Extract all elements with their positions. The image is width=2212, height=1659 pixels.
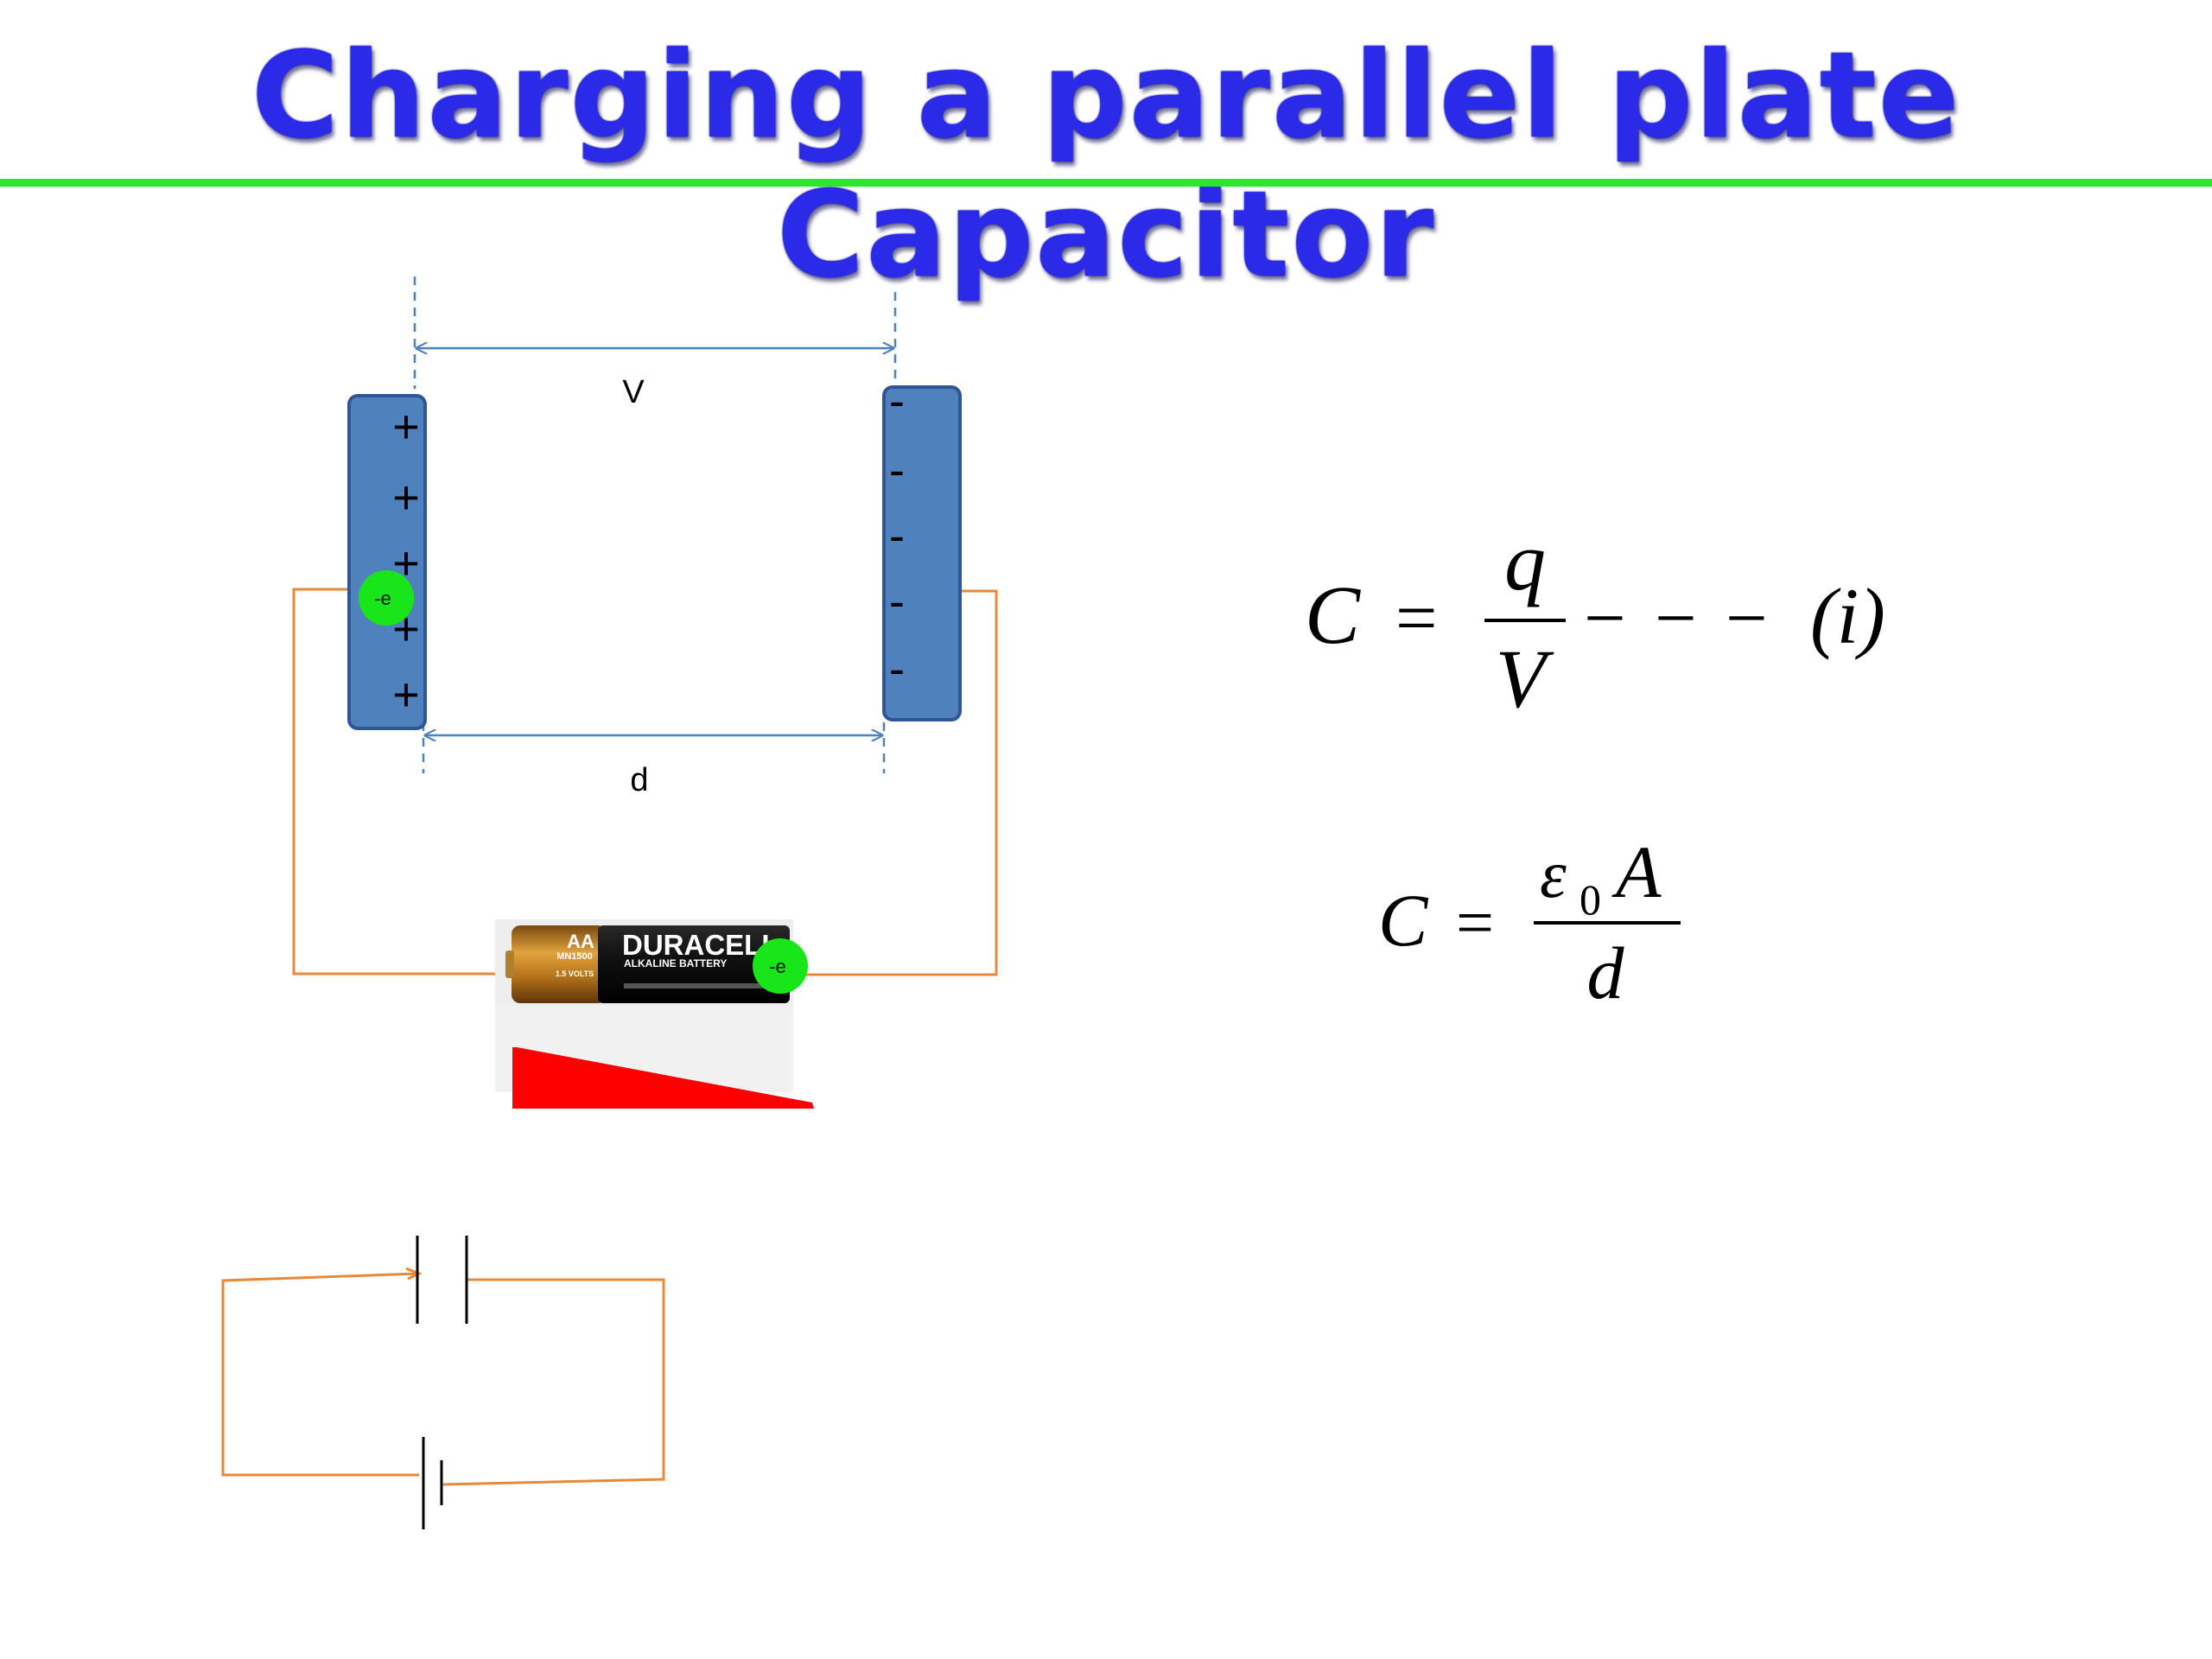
minus-sign: - (889, 444, 905, 496)
eq1-equals: = (1395, 576, 1438, 659)
distance-dimension (422, 691, 886, 773)
battery-size: AA (567, 931, 594, 952)
minus-sign: - (889, 510, 905, 562)
negative-plate (882, 385, 962, 721)
battery-type: ALKALINE BATTERY (624, 957, 727, 969)
voltage-label: V (622, 374, 645, 410)
plus-sign: + (392, 472, 420, 524)
title-divider (0, 179, 2212, 187)
eq1-dashes: − − − (1584, 576, 1773, 659)
minus-sign: - (889, 375, 905, 427)
plus-sign: + (392, 401, 420, 453)
eq2-area: A (1611, 830, 1662, 913)
minus-sign: - (889, 575, 905, 627)
battery-brand: DURACELL (622, 929, 779, 961)
electron-label: -e (769, 956, 786, 977)
positive-charges: + + + + + (392, 401, 420, 721)
voltage-dimension (413, 276, 897, 389)
eq1-lhs: C (1305, 569, 1361, 661)
circuit-schematic (221, 1236, 665, 1529)
electron-icon (359, 570, 414, 626)
eq1-denominator: V (1496, 632, 1554, 725)
eq2-lhs: C (1378, 879, 1429, 962)
battery-volts: 1.5 VOLTS (556, 969, 594, 978)
eq2-equals: = (1456, 885, 1494, 960)
electron-label: -e (374, 588, 391, 609)
charge-indicator-wedge (512, 1047, 814, 1109)
eq2-subscript: 0 (1580, 875, 1601, 924)
page-title: Charging a parallel plate Capacitor (251, 26, 1961, 304)
negative-charges: - - - - - (889, 375, 905, 695)
electron-icon (753, 938, 808, 994)
eq2-denominator: d (1587, 931, 1625, 1014)
minus-sign: - (889, 643, 905, 695)
plus-sign: + (392, 669, 420, 721)
equation-capacitance-definition: C = q V − − − (i) (1305, 515, 1885, 725)
circuit-wires (292, 588, 998, 976)
eq1-numerator: q (1504, 515, 1546, 607)
eq2-epsilon: ε (1540, 836, 1567, 912)
eq1-tag: (i) (1810, 572, 1885, 660)
distance-label: d (630, 762, 648, 798)
positive-plate (347, 394, 427, 730)
equation-parallel-plate: C = ε 0 A d (1378, 830, 1681, 1014)
battery-model: MN1500 (556, 951, 593, 962)
